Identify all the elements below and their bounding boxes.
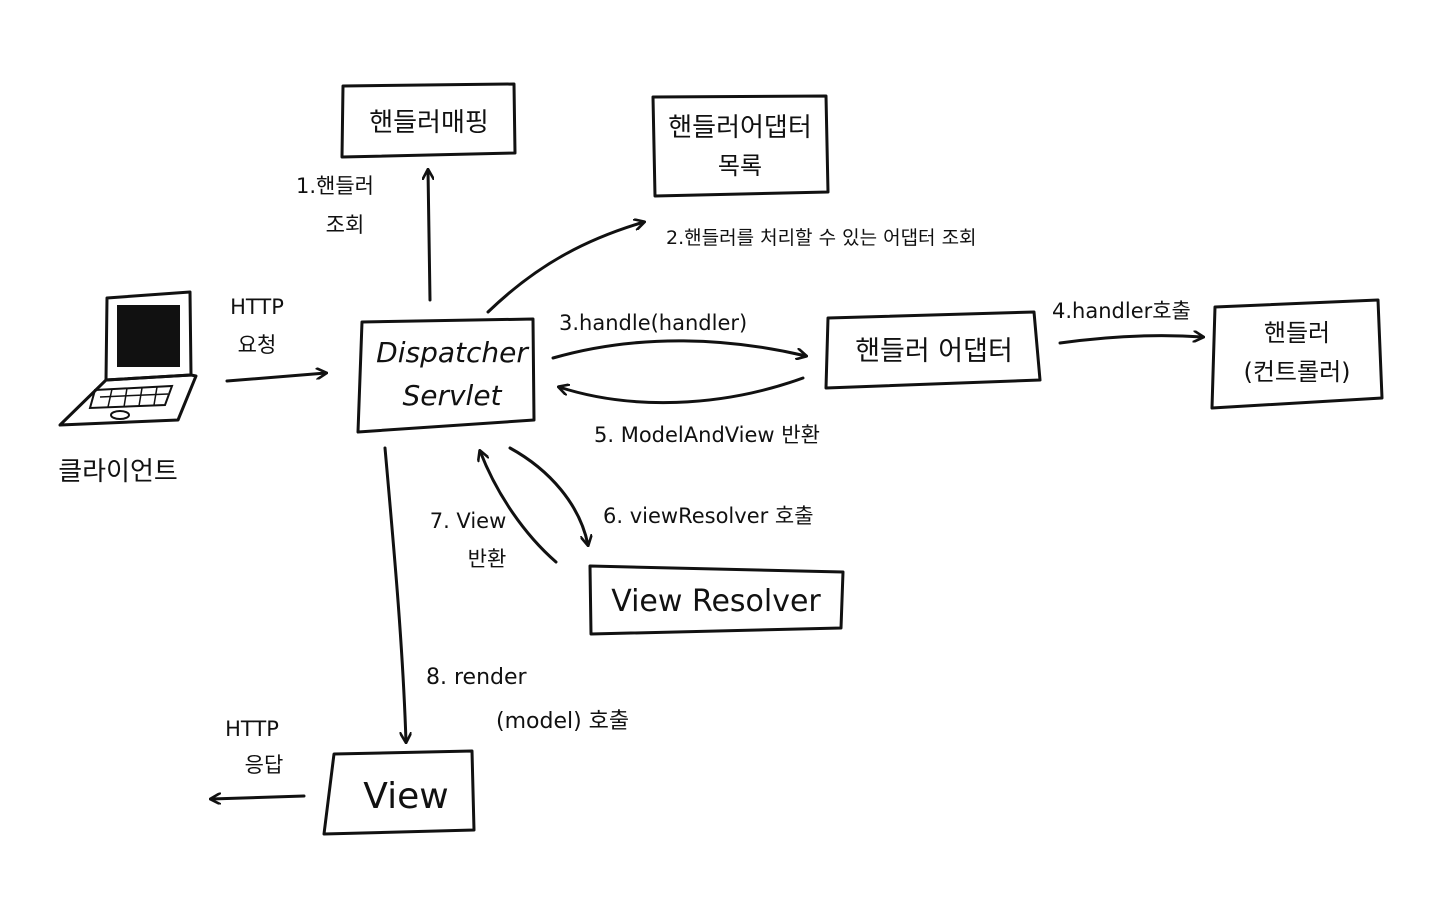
http-request-label-line1: HTTP	[230, 295, 284, 319]
arrow-step8-render	[383, 446, 406, 742]
handler-adapter-label: 핸들러 어댑터	[855, 336, 1013, 367]
step3-label: 3.handle(handler)	[559, 311, 747, 335]
handler-adapter-list-box: 핸들러어댑터 목록	[651, 94, 830, 198]
http-request-label-line2: 요청	[238, 333, 277, 357]
http-response-label-line1: HTTP	[225, 717, 279, 741]
handler-label-line2: (컨트롤러)	[1243, 358, 1350, 386]
step8-label-line1: 8. render	[426, 665, 528, 690]
arrow-step4-call-handler	[1058, 336, 1203, 345]
step7-label-line2: 반환	[468, 547, 507, 571]
arrow-step5-modelandview-return	[559, 376, 805, 405]
handler-label-line1: 핸들러	[1264, 319, 1330, 347]
view-box: View	[322, 749, 476, 836]
step8-label-line2: (model) 호출	[496, 709, 629, 734]
arrow-http-request	[225, 373, 326, 383]
step5-label: 5. ModelAndView 반환	[594, 423, 820, 447]
view-resolver-box: View Resolver	[588, 564, 845, 636]
dispatcher-label-line2: Servlet	[402, 379, 502, 412]
handler-mapping-box: 핸들러매핑	[340, 82, 517, 159]
dispatcher-label-line1: Dispatcher	[376, 336, 529, 369]
client-label: 클라이언트	[58, 457, 178, 487]
arrow-step7-view-return	[480, 451, 558, 564]
step1-label-line1: 1.핸들러	[296, 174, 374, 198]
dispatcher-servlet-box: Dispatcher Servlet	[356, 317, 536, 434]
arrow-step3-handle	[551, 339, 806, 358]
step7-label-line1: 7. View	[430, 509, 507, 533]
http-response-label-line2: 응답	[245, 753, 284, 777]
laptop-icon	[58, 290, 198, 427]
arrow-step2-adapter-lookup	[486, 222, 644, 314]
handler-box: 핸들러 (컨트롤러)	[1210, 298, 1384, 410]
handler-adapter-list-label-line2: 목록	[718, 152, 762, 180]
step2-label: 2.핸들러를 처리할 수 있는 어댑터 조회	[666, 227, 977, 249]
step1-label-line2: 조회	[326, 213, 365, 237]
step4-label: 4.handler호출	[1052, 299, 1191, 323]
arrow-step6-call-viewresolver	[508, 446, 588, 545]
arrow-http-response	[211, 796, 306, 799]
view-resolver-label: View Resolver	[611, 584, 821, 619]
arrow-step1-handler-lookup	[428, 170, 430, 302]
handler-adapter-list-label-line1: 핸들러어댑터	[668, 113, 812, 143]
handler-adapter-box: 핸들러 어댑터	[824, 310, 1042, 390]
step6-label: 6. viewResolver 호출	[603, 504, 814, 528]
view-label: View	[363, 776, 448, 817]
handler-mapping-label: 핸들러매핑	[369, 108, 489, 138]
